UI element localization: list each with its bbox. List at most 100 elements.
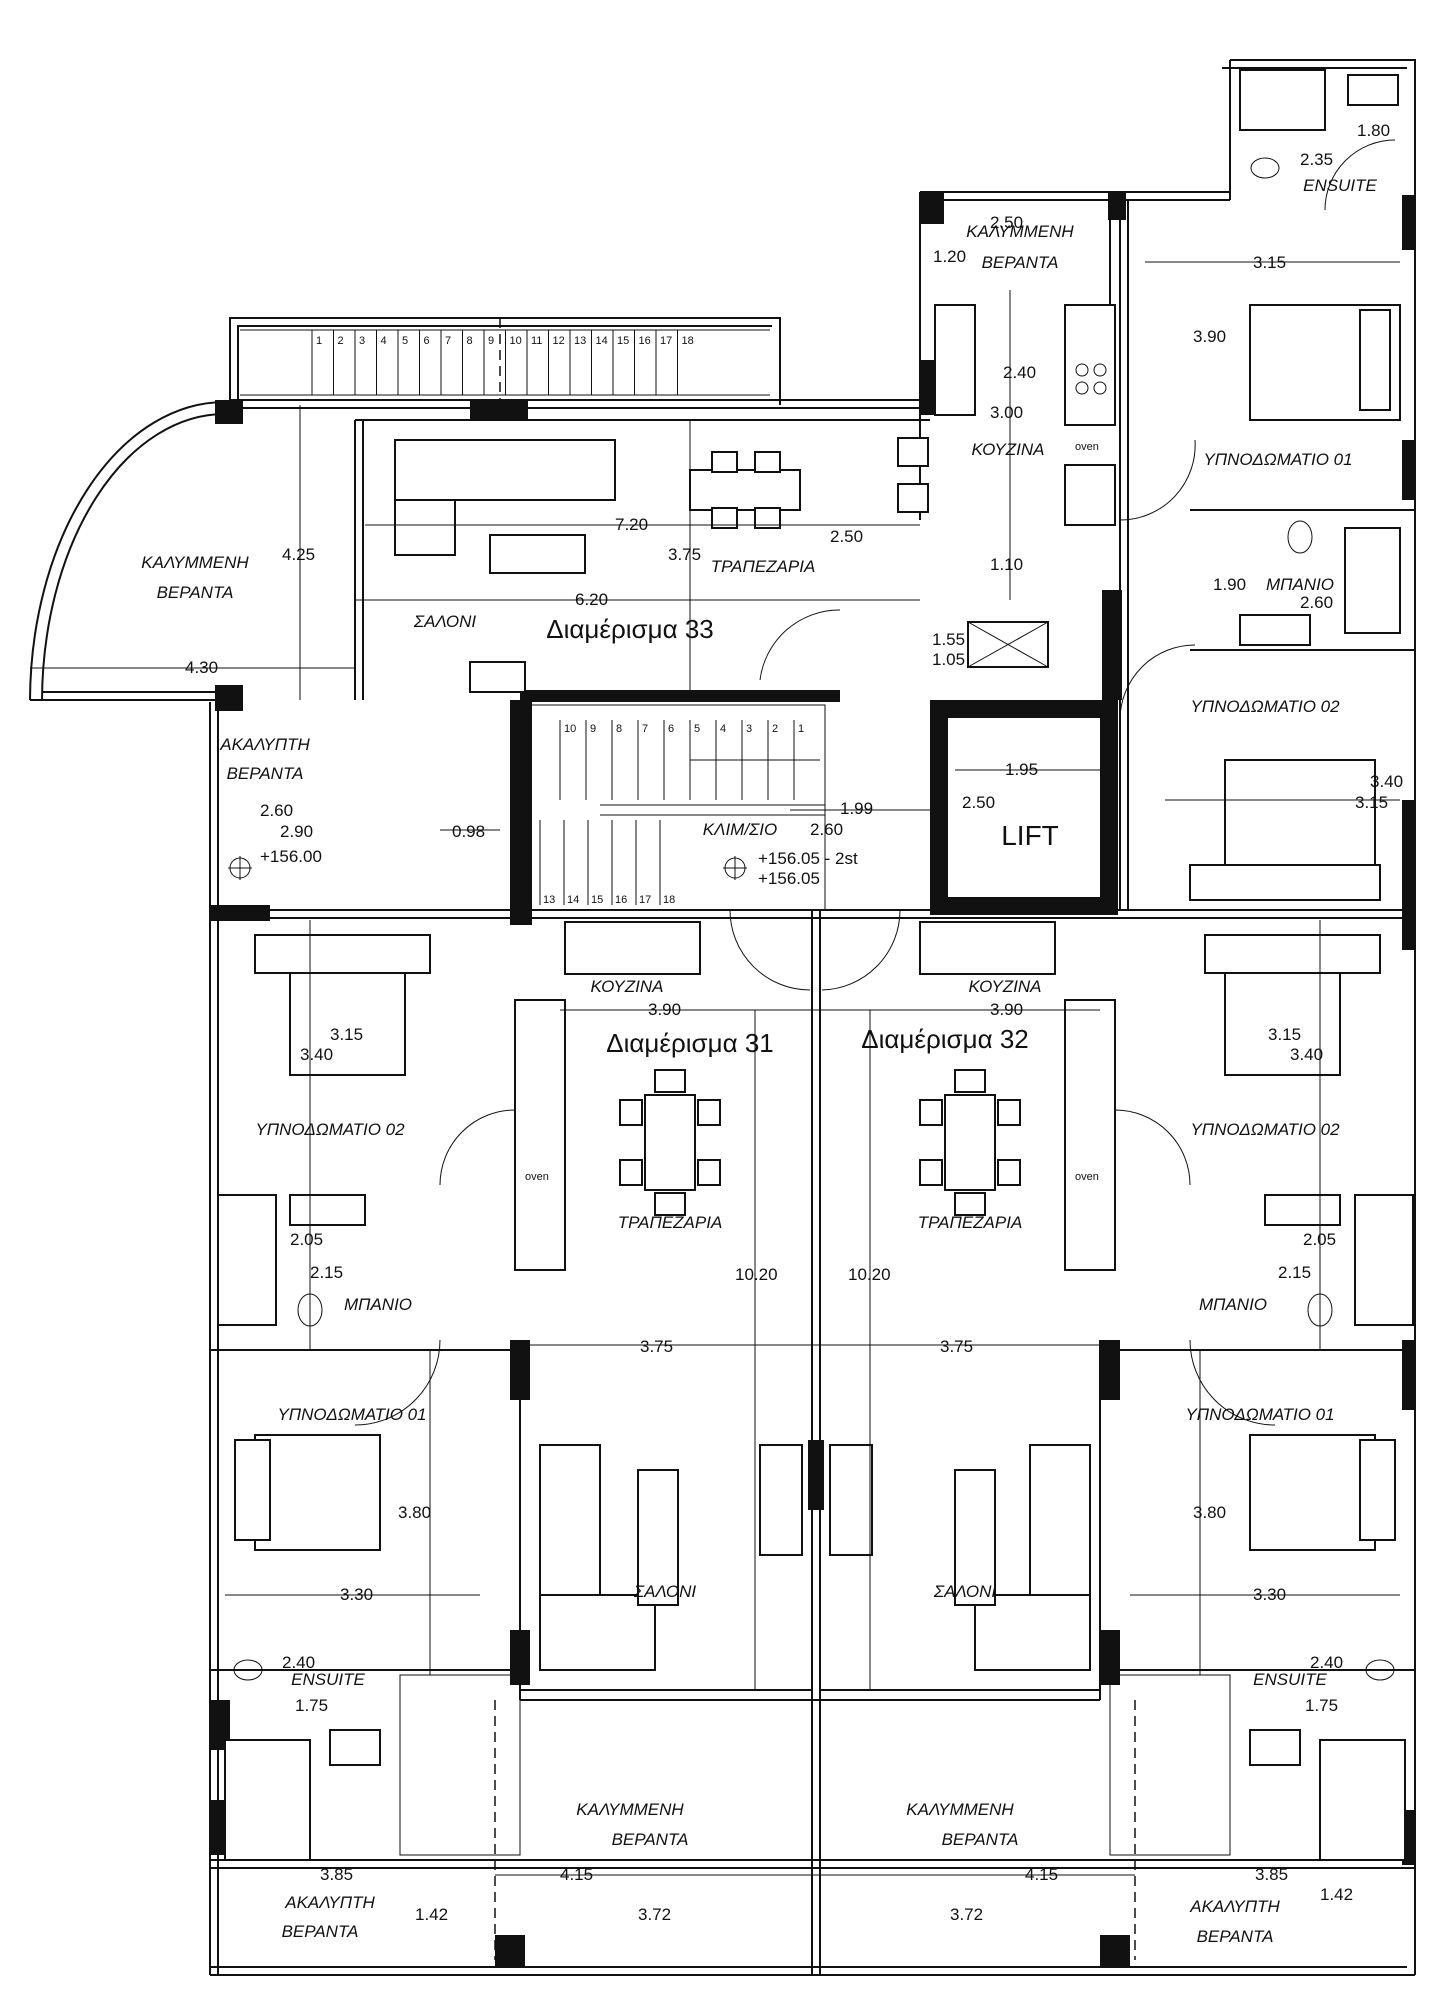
stair-step-number: 13 xyxy=(574,335,586,347)
dim-110: 1.10 xyxy=(990,555,1023,574)
dim-260-ver: 2.60 xyxy=(260,801,293,820)
dim-1020-32: 10.20 xyxy=(848,1265,891,1284)
dim-720: 7.20 xyxy=(615,515,648,534)
label-ensuite-31: ENSUITE xyxy=(291,1670,365,1689)
dim-260-stair: 2.60 xyxy=(810,820,843,839)
stair-step-number: 2 xyxy=(338,335,344,347)
stair-step-number: 9 xyxy=(488,335,494,347)
dim-215-32: 2.15 xyxy=(1278,1263,1311,1282)
core-stair-step-number: 5 xyxy=(694,723,700,735)
dim-340-bed02-31: 3.40 xyxy=(300,1045,333,1064)
dim-415-31: 4.15 xyxy=(560,1865,593,1884)
label-covered-veranda-left: ΚΑΛΥΜΜΕΝΗ xyxy=(141,553,249,572)
core-stair-step-number: 17 xyxy=(639,894,651,906)
stair-step-number: 10 xyxy=(510,335,522,347)
dim-315-bed01-33: 3.15 xyxy=(1253,253,1286,272)
label-ensuite-32: ENSUITE xyxy=(1253,1670,1327,1689)
label-saloni-32: ΣΑΛΟΝΙ xyxy=(933,1582,996,1601)
label-bed01-32: ΥΠΝΟΔΩΜΑΤΙΟ 01 xyxy=(1185,1405,1334,1424)
stair-step-number: 1 xyxy=(316,335,322,347)
core-stair-step-number: 18 xyxy=(663,894,675,906)
dim-195: 1.95 xyxy=(1005,760,1038,779)
dim-340-bed02-32: 3.40 xyxy=(1290,1045,1323,1064)
label-covered-veranda-top-2: ΒΕΡΑΝΤΑ xyxy=(982,253,1059,272)
label-kouzina-33: ΚΟΥΖΙΝΑ xyxy=(972,440,1045,459)
label-covered-veranda-b31: ΚΑΛΥΜΜΕΝΗ xyxy=(576,1800,684,1819)
oven-labels: oven oven oven xyxy=(525,441,1099,1183)
dimension-lines xyxy=(30,261,1400,1876)
dim-240-32: 2.40 xyxy=(1310,1653,1343,1672)
core-stair-step-number: 14 xyxy=(567,894,579,906)
dim-098: 0.98 xyxy=(452,822,485,841)
label-bed02-33: ΥΠΝΟΔΩΜΑΤΙΟ 02 xyxy=(1190,697,1340,716)
dim-120: 1.20 xyxy=(933,247,966,266)
label-open-veranda-left: ΑΚΑΛΥΠΤΗ xyxy=(219,735,310,754)
dim-330-32: 3.30 xyxy=(1253,1585,1286,1604)
dim-235: 2.35 xyxy=(1300,150,1333,169)
label-kouzina-31: ΚΟΥΖΙΝΑ xyxy=(591,977,664,996)
stair-step-number: 15 xyxy=(617,335,629,347)
dim-315-bed02-32: 3.15 xyxy=(1268,1025,1301,1044)
label-bed02-31: ΥΠΝΟΔΩΜΑΤΙΟ 02 xyxy=(255,1120,405,1139)
stair-step-number: 18 xyxy=(682,335,694,347)
stair-step-number: 3 xyxy=(359,335,365,347)
dim-205-31: 2.05 xyxy=(290,1230,323,1249)
label-open-veranda-bl-2: ΒΕΡΑΝΤΑ xyxy=(282,1922,359,1941)
core-stair-step-number: 2 xyxy=(772,723,778,735)
core-stair-step-number: 6 xyxy=(668,723,674,735)
dim-190: 1.90 xyxy=(1213,575,1246,594)
core-stair-step-number: 10 xyxy=(564,723,576,735)
label-open-veranda-left-2: ΒΕΡΑΝΤΑ xyxy=(227,764,304,783)
stair-step-number: 11 xyxy=(531,335,542,347)
dim-240-31: 2.40 xyxy=(282,1653,315,1672)
label-covered-veranda-top: ΚΑΛΥΜΜΕΝΗ xyxy=(966,222,1074,241)
dim-415-32: 4.15 xyxy=(1025,1865,1058,1884)
dim-175-31: 1.75 xyxy=(295,1696,328,1715)
stair-step-number: 12 xyxy=(553,335,565,347)
dimension-labels: 1.80 2.35 2.50 1.20 3.15 3.90 2.40 3.00 … xyxy=(185,121,1403,1924)
exterior-walls xyxy=(29,59,1416,1976)
core-stair-step-number: 9 xyxy=(590,723,596,735)
level-156-b: +156.05 xyxy=(758,869,820,888)
core-stair-step-number: 8 xyxy=(616,723,622,735)
dim-1020-31: 10.20 xyxy=(735,1265,778,1284)
core-stair-step-number: 1 xyxy=(798,723,804,735)
label-apt33: Διαμέρισμα 33 xyxy=(546,614,714,644)
label-lift: LIFT xyxy=(1001,820,1059,851)
label-trapezaria-33: ΤΡΑΠΕΖΑΡΙΑ xyxy=(711,557,816,576)
dim-372-31: 3.72 xyxy=(638,1905,671,1924)
label-bed01-33: ΥΠΝΟΔΩΜΑΤΙΟ 01 xyxy=(1203,450,1352,469)
dim-250-lift: 2.50 xyxy=(962,793,995,812)
dim-105: 1.05 xyxy=(932,650,965,669)
label-apt32: Διαμέρισμα 32 xyxy=(861,1024,1029,1054)
level-156-05: +156.05 - 2st xyxy=(758,849,858,868)
label-bath-33: ΜΠΑΝΙΟ xyxy=(1266,575,1334,594)
dim-385-31: 3.85 xyxy=(320,1865,353,1884)
label-trapezaria-31: ΤΡΑΠΕΖΑΡΙΑ xyxy=(618,1213,723,1232)
oven-label-31: oven xyxy=(525,1171,549,1183)
dim-430: 4.30 xyxy=(185,658,218,677)
dim-375-32: 3.75 xyxy=(940,1337,973,1356)
label-saloni-33: ΣΑΛΟΝΙ xyxy=(413,612,476,631)
label-apt31: Διαμέρισμα 31 xyxy=(606,1028,774,1058)
dim-620: 6.20 xyxy=(575,590,608,609)
label-covered-veranda-b32-2: ΒΕΡΑΝΤΑ xyxy=(942,1830,1019,1849)
stair-step-number: 16 xyxy=(639,335,651,347)
dim-290: 2.90 xyxy=(280,822,313,841)
dim-380-32: 3.80 xyxy=(1193,1503,1226,1522)
apartment-labels: Διαμέρισμα 33 Διαμέρισμα 31 Διαμέρισμα 3… xyxy=(546,614,1029,1058)
dim-300-k33: 3.00 xyxy=(990,403,1023,422)
room-labels: ΚΑΛΥΜΜΕΝΗ ΒΕΡΑΝΤΑ ΚΑΛΥΜΜΕΝΗ ΒΕΡΑΝΤΑ ΑΚΑΛ… xyxy=(141,176,1377,1946)
dim-372-32: 3.72 xyxy=(950,1905,983,1924)
label-open-veranda-br: ΑΚΑΛΥΠΤΗ xyxy=(1189,1897,1280,1916)
dim-155: 1.55 xyxy=(932,630,965,649)
label-saloni-31: ΣΑΛΟΝΙ xyxy=(633,1582,696,1601)
dim-375-33: 3.75 xyxy=(668,545,701,564)
dim-215-31: 2.15 xyxy=(310,1263,343,1282)
label-covered-veranda-left-2: ΒΕΡΑΝΤΑ xyxy=(157,583,234,602)
dim-315-bed02-31: 3.15 xyxy=(330,1025,363,1044)
label-stair: ΚΛΙΜ/ΣΙΟ xyxy=(703,820,777,839)
dim-390-31: 3.90 xyxy=(648,1000,681,1019)
